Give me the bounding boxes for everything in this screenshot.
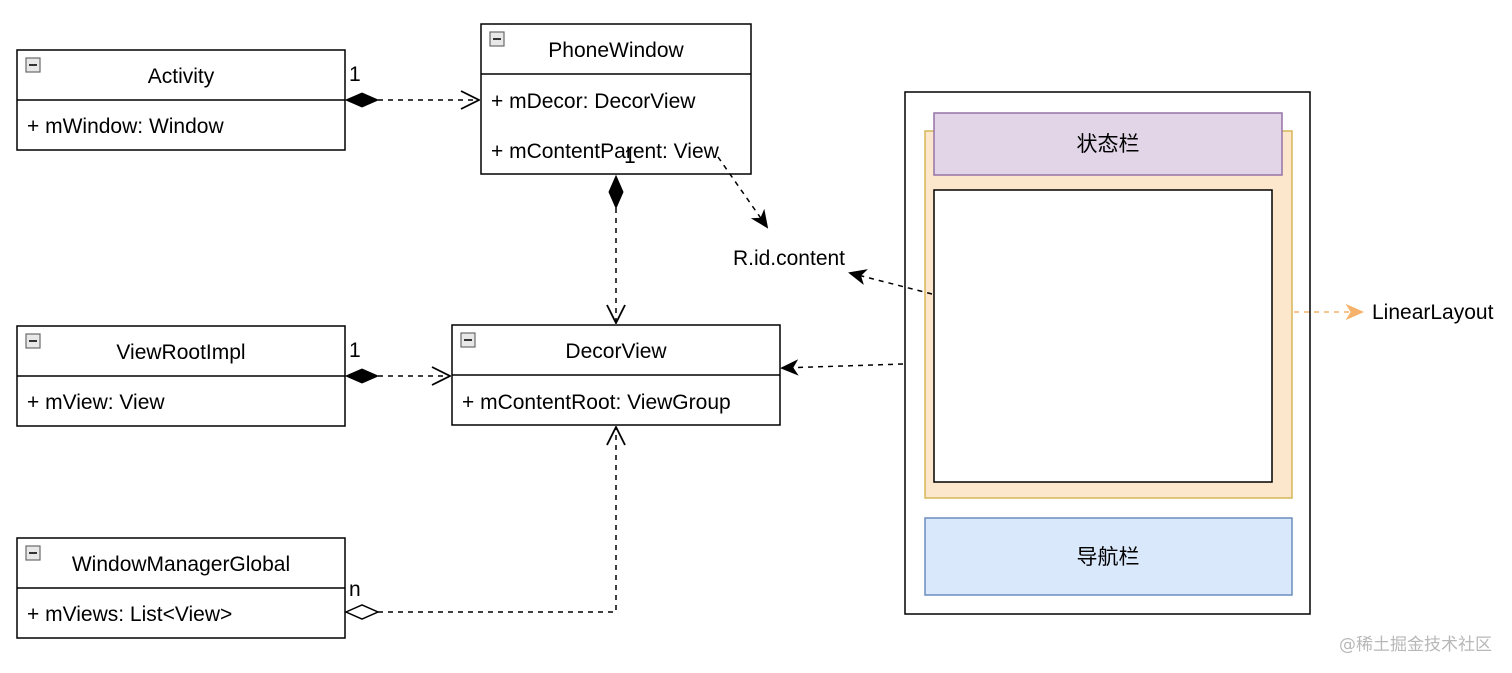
class-phonewindow: PhoneWindow + mDecor: DecorView + mConte… <box>480 23 752 175</box>
class-title-decorview: DecorView <box>565 340 667 363</box>
composition-diamond-icon <box>344 368 380 384</box>
class-title-viewrootimpl: ViewRootImpl <box>116 341 245 364</box>
class-activity: Activity + mWindow: Window <box>16 49 346 151</box>
arrow-content-area-to-content-id <box>850 273 933 295</box>
composition-diamond-icon <box>344 92 380 108</box>
navigation-bar-label: 导航栏 <box>1077 545 1140 569</box>
composition-activity-phonewindow <box>344 92 479 108</box>
multiplicity-activity-phonewindow: 1 <box>349 63 361 86</box>
label-linear-layout: LinearLayout <box>1372 301 1494 324</box>
attr-activity-mwindow: + mWindow: Window <box>27 115 224 138</box>
composition-phonewindow-decorview <box>608 174 624 323</box>
class-title-activity: Activity <box>148 65 215 88</box>
aggregation-diamond-icon <box>344 604 380 620</box>
class-title-phonewindow: PhoneWindow <box>548 39 684 62</box>
class-title-windowmanagerglobal: WindowManagerGlobal <box>72 553 290 576</box>
attr-phonewindow-mdecor: + mDecor: DecorView <box>491 90 696 113</box>
composition-viewrootimpl-decorview <box>344 368 450 384</box>
label-r-id-content: R.id.content <box>733 247 845 270</box>
collapse-icon <box>25 333 41 349</box>
multiplicity-viewrootimpl-decorview: 1 <box>349 339 361 362</box>
class-viewrootimpl: ViewRootImpl + mView: View <box>16 325 346 427</box>
multiplicity-windowmanagerglobal-decorview: n <box>349 578 361 601</box>
class-decorview: DecorView + mContentRoot: ViewGroup <box>451 324 781 426</box>
collapse-icon <box>25 57 41 73</box>
navigation-bar: 导航栏 <box>924 517 1293 596</box>
attr-decorview-mcontentroot: + mContentRoot: ViewGroup <box>462 391 731 414</box>
attr-viewrootimpl-mview: + mView: View <box>27 391 165 414</box>
multiplicity-phonewindow-decorview: 1 <box>624 145 636 168</box>
status-bar-label: 状态栏 <box>1077 132 1140 156</box>
arrow-screen-to-decorview <box>782 364 904 368</box>
composition-diamond-icon <box>608 174 624 210</box>
collapse-icon <box>25 545 41 561</box>
watermark: @稀土掘金技术社区 <box>1339 635 1492 655</box>
collapse-icon <box>489 31 505 47</box>
status-bar: 状态栏 <box>933 112 1283 176</box>
attr-windowmanagerglobal-mviews: + mViews: List<View> <box>27 603 232 626</box>
arrow-contentparent-to-content <box>717 156 767 227</box>
content-area <box>933 189 1273 483</box>
collapse-icon <box>460 332 476 348</box>
aggregation-windowmanagerglobal-decorview <box>344 427 616 620</box>
attr-phonewindow-mcontentparent: + mContentParent: View <box>491 140 720 163</box>
class-windowmanagerglobal: WindowManagerGlobal + mViews: List<View> <box>16 537 346 639</box>
